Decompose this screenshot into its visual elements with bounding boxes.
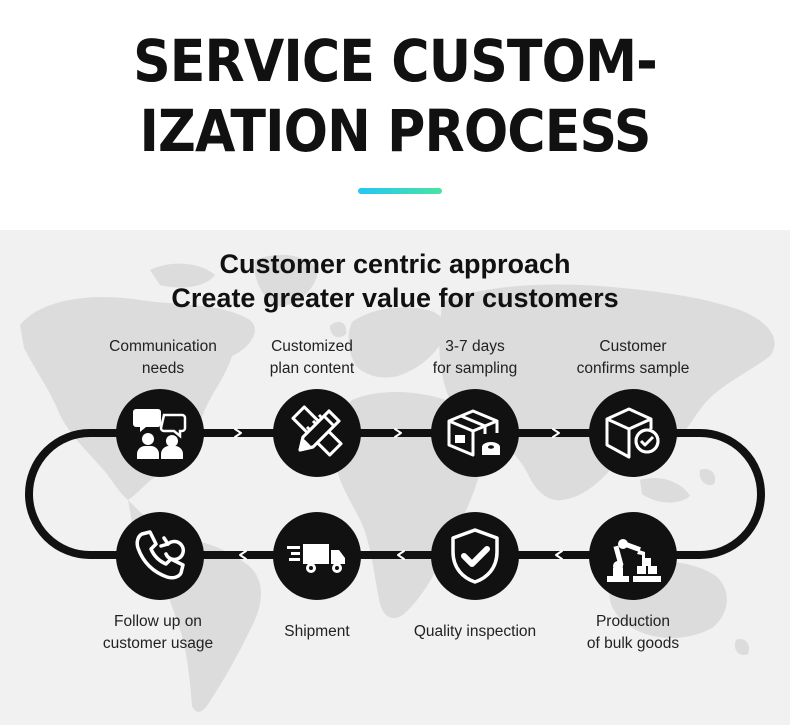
step-8-circle [116, 512, 204, 600]
title-line-2: IZATION PROCESS [139, 97, 651, 165]
step-3-circle [431, 389, 519, 477]
pencil-ruler-icon [291, 405, 343, 457]
subtitle-line-2: Create greater value for customers [171, 283, 619, 313]
step-6-circle [431, 512, 519, 600]
step-7-circle [273, 512, 361, 600]
step-1-label: Communication needs [109, 338, 217, 377]
step-5-label: Production of bulk goods [586, 613, 680, 652]
step-7-label: Shipment [284, 623, 350, 640]
step-5-circle [589, 512, 677, 600]
subtitle-line-1: Customer centric approach [219, 249, 571, 279]
shield-check-icon [451, 528, 499, 584]
header: SERVICE CUSTOM- IZATION PROCESS [0, 0, 790, 230]
box-tape-icon [447, 409, 500, 457]
title-line-1: SERVICE CUSTOM- [133, 27, 658, 95]
robot-arm-icon [607, 539, 661, 582]
delivery-truck-icon [287, 544, 345, 573]
box-check-icon [605, 407, 660, 459]
step-6-label: Quality inspection [413, 623, 537, 640]
step-8-label: Follow up on customer usage [102, 613, 214, 652]
page-title: SERVICE CUSTOM- IZATION PROCESS [40, 26, 751, 166]
chat-people-icon [133, 409, 187, 459]
step-2-label: Customized plan content [269, 338, 355, 377]
step-3-label: 3-7 days for sampling [432, 338, 518, 377]
accent-bar [358, 188, 442, 194]
step-2-circle [273, 389, 361, 477]
phone-callback-icon [135, 530, 185, 580]
step-1-circle [116, 389, 204, 477]
step-4-label: Customer confirms sample [576, 338, 690, 377]
step-4-circle [589, 389, 677, 477]
